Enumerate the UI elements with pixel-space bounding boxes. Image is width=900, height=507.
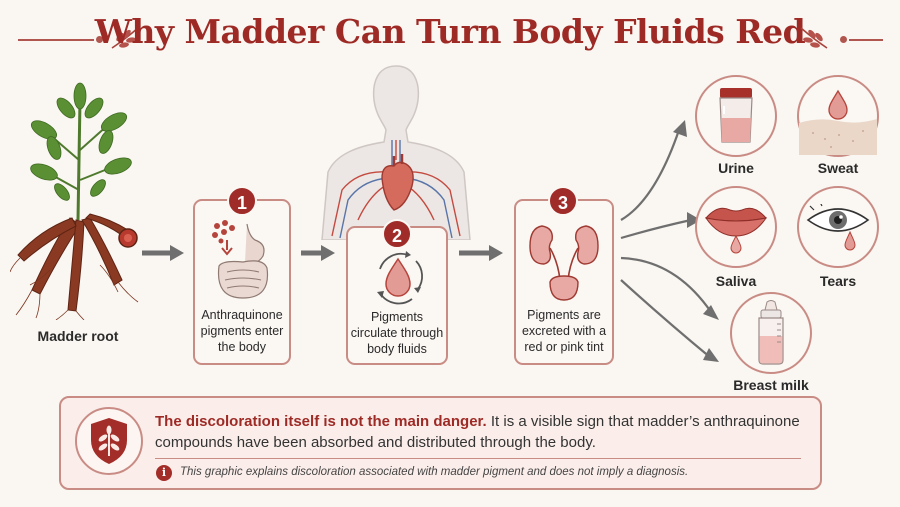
lips-drop-icon — [704, 207, 768, 254]
step-2-number: 2 — [382, 219, 412, 249]
flow-arrow — [142, 245, 184, 261]
title-rule-right — [849, 39, 883, 41]
fan-out-arrows — [620, 120, 719, 362]
info-message: The discoloration itself is not the main… — [155, 411, 815, 453]
tears-label: Tears — [819, 273, 857, 289]
info-lead: The discoloration itself is not the main… — [155, 413, 487, 430]
flow-arrow — [301, 245, 335, 261]
step-2-line: body fluids — [367, 342, 427, 356]
madder-root-label: Madder root — [37, 328, 119, 344]
breast-milk-label: Breast milk — [733, 377, 809, 393]
title-dot-left — [96, 36, 103, 43]
step-1-line: pigments enter — [200, 324, 284, 338]
title-dot-right — [840, 36, 847, 43]
info-body: It is a visible sign that madder’s anthr… — [155, 413, 800, 451]
step-1-text: Anthraquinone pigments enter the body — [196, 307, 288, 355]
step-3-line: excreted with a — [521, 324, 607, 338]
madder-root-illustration — [10, 82, 139, 320]
circulation-drop-icon — [377, 251, 423, 305]
sweat-label: Sweat — [817, 160, 859, 176]
sweat-drop-icon — [799, 89, 877, 155]
info-panel — [59, 396, 822, 490]
step-3-line: red or pink tint — [524, 340, 604, 354]
eye-tear-icon — [806, 204, 870, 251]
step-2-line: Pigments — [370, 310, 424, 324]
step-2-text: Pigments circulate through body fluids — [349, 309, 445, 357]
page-title: Why Madder Can Turn Body Fluids Red — [94, 12, 806, 51]
step-1-line: Anthraquinone — [201, 308, 283, 322]
step-1-line: the body — [218, 340, 266, 354]
info-divider — [155, 458, 801, 459]
shield-plant-icon — [75, 407, 143, 475]
leaf-sprig-icon — [800, 27, 828, 49]
leaf-sprig-icon — [111, 27, 139, 49]
flow-arrow — [459, 245, 503, 261]
info-icon: i — [156, 465, 172, 481]
body-circulation-illustration — [321, 65, 471, 240]
step-1-number: 1 — [227, 186, 257, 216]
step-2-line: circulate through — [350, 326, 444, 340]
urine-label: Urine — [718, 160, 754, 176]
title-rule-left — [18, 39, 94, 41]
urine-cup-icon — [719, 88, 753, 143]
baby-bottle-icon — [758, 300, 784, 365]
step-3-line: Pigments are — [527, 308, 601, 322]
step-3-text: Pigments are excreted with a red or pink… — [517, 307, 611, 355]
info-note: This graphic explains discoloration asso… — [180, 466, 689, 478]
step-3-number: 3 — [548, 186, 578, 216]
digestive-system-icon — [212, 220, 269, 299]
saliva-label: Saliva — [715, 273, 757, 289]
kidneys-icon — [529, 225, 599, 301]
